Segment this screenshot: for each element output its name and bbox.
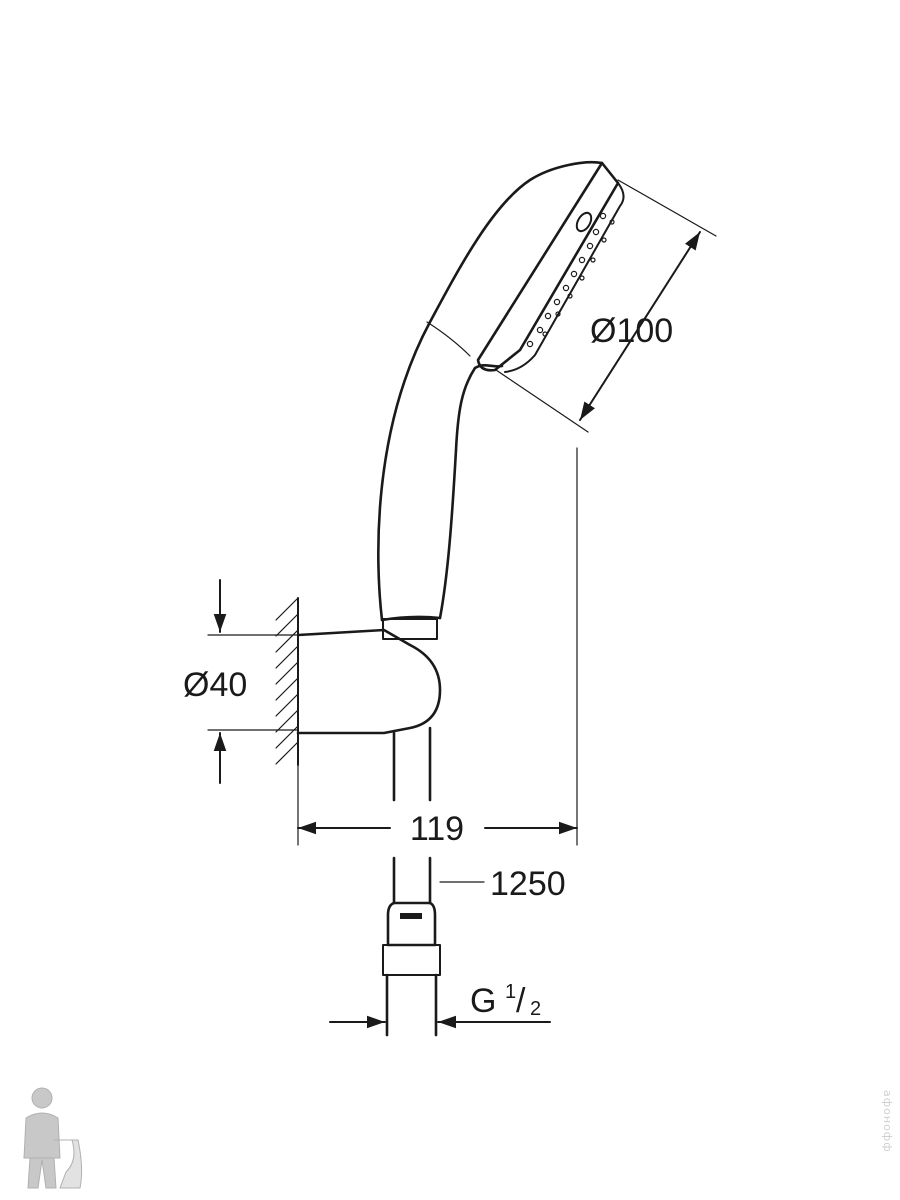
thread-denominator: 2 [530, 998, 541, 1020]
shower-knurl-collar [382, 618, 438, 640]
hand-shower [377, 161, 625, 622]
thread-slash: / [516, 982, 526, 1020]
projection-label: 119 [410, 810, 464, 848]
plumber-mascot-logo [23, 1087, 83, 1189]
holder-diameter-dimension [207, 579, 299, 784]
wall [275, 597, 299, 766]
head-diameter-label: Ø100 [590, 312, 673, 350]
holder-diameter-label: Ø40 [183, 666, 247, 704]
thread-numerator: 1 [505, 981, 516, 1003]
head-diameter-dimension [495, 179, 717, 433]
hose-length-label: 1250 [490, 865, 566, 903]
watermark: афонофф [881, 1090, 894, 1153]
thread-label: G [470, 982, 496, 1020]
hose-lower [382, 856, 441, 1037]
hose-nut-knurl [382, 944, 441, 976]
wall-holder [296, 628, 442, 735]
projection-dimension [297, 447, 578, 846]
hose-upper [392, 726, 432, 802]
